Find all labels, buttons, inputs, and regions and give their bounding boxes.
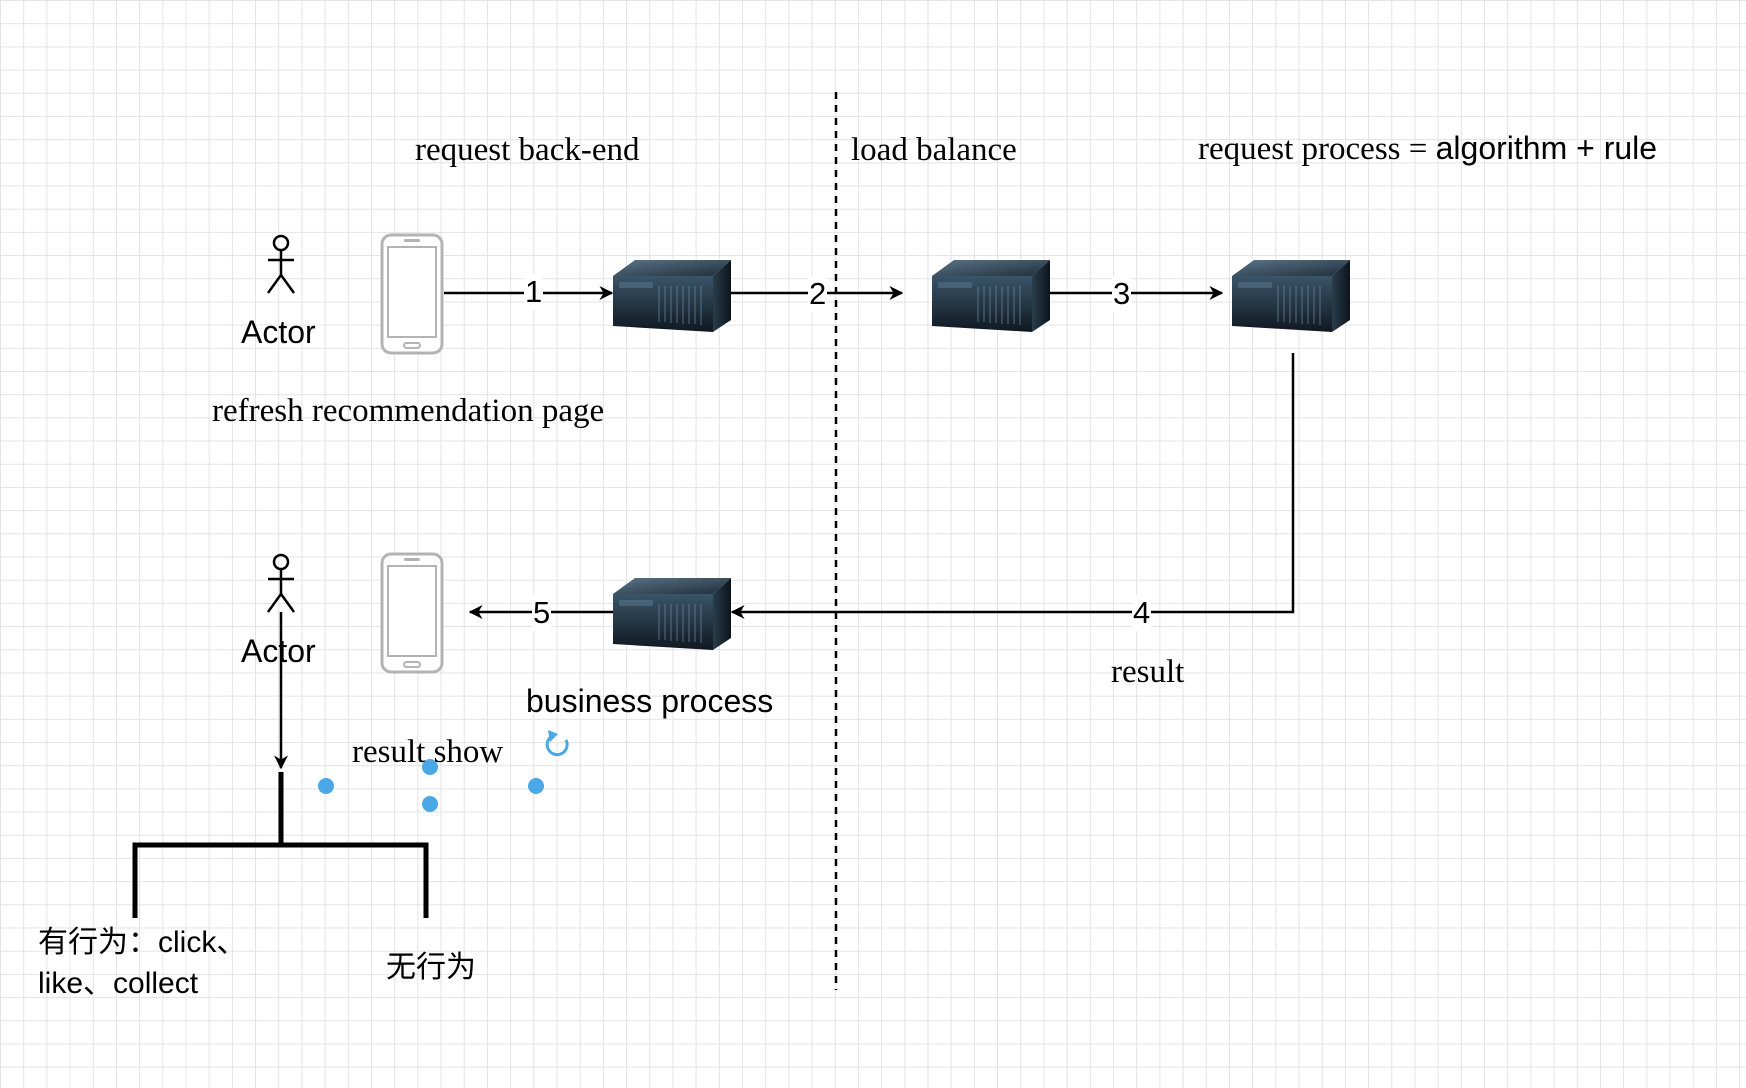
label-request-backend[interactable]: request back-end: [415, 132, 640, 168]
server-loadbalance-icon[interactable]: [931, 259, 1051, 333]
rotate-handle-icon[interactable]: [545, 730, 569, 757]
actor-bottom-icon[interactable]: [266, 553, 296, 614]
label-request-process[interactable]: request process = algorithm + rule: [1198, 130, 1657, 168]
label-result[interactable]: result: [1111, 654, 1185, 690]
label-request-process-prefix: request process =: [1198, 131, 1436, 167]
actor-top-icon[interactable]: [266, 234, 296, 295]
label-no-behavior[interactable]: 无行为: [386, 951, 476, 984]
label-has-behavior[interactable]: 有行为：click、 like、collect: [38, 926, 247, 1000]
edge-label-1: 1: [524, 274, 544, 310]
behavior-branch-bracket[interactable]: [132, 772, 429, 918]
label-business-process[interactable]: business process: [526, 683, 774, 719]
phone-bottom-icon[interactable]: [380, 552, 444, 674]
server-process-icon[interactable]: [1231, 259, 1351, 333]
selection-handles[interactable]: [318, 759, 544, 812]
label-actor-top[interactable]: Actor: [241, 314, 316, 350]
edge-label-3: 3: [1112, 276, 1132, 312]
edge-4[interactable]: [730, 353, 1295, 619]
label-result-show[interactable]: result show: [352, 734, 504, 770]
label-actor-bottom[interactable]: Actor: [241, 633, 316, 669]
edge-label-4: 4: [1132, 595, 1152, 631]
label-refresh-page[interactable]: refresh recommendation page: [212, 393, 605, 429]
label-request-process-algo: algorithm + rule: [1435, 130, 1658, 166]
label-load-balance[interactable]: load balance: [851, 132, 1017, 168]
edge-label-5: 5: [532, 595, 552, 631]
server-business-icon[interactable]: [612, 577, 732, 651]
phone-top-icon[interactable]: [380, 233, 444, 355]
server-backend-icon[interactable]: [612, 259, 732, 333]
edge-label-2: 2: [808, 276, 828, 312]
